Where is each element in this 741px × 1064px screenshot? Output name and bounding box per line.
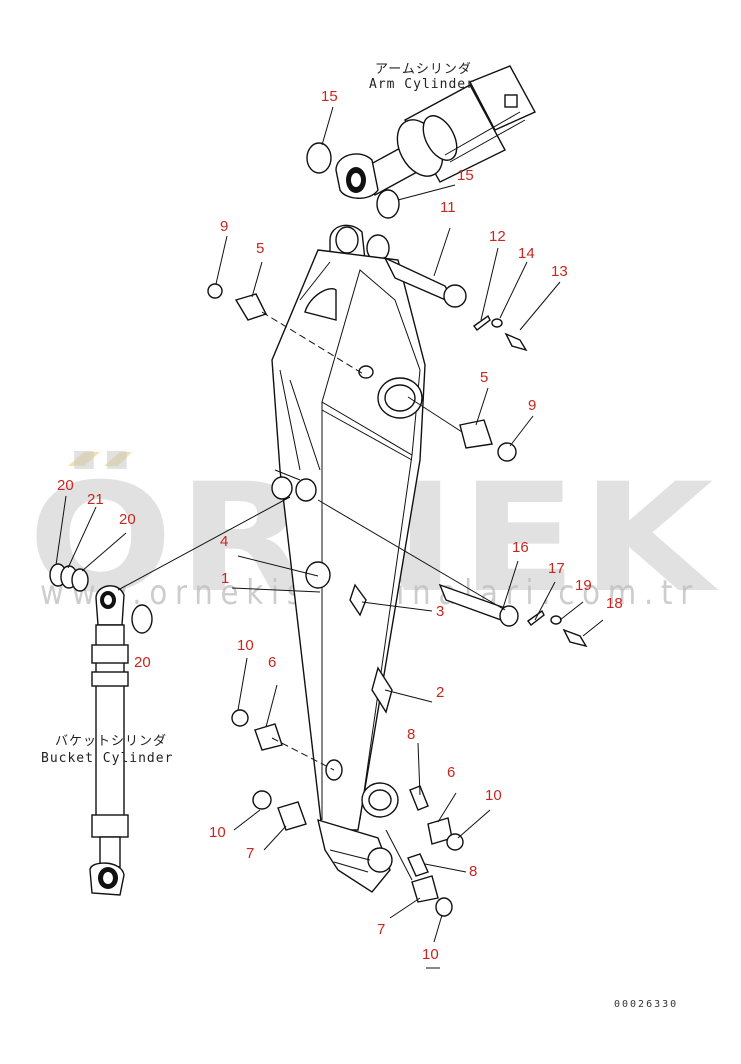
arm-cylinder — [335, 65, 536, 199]
callout-9-upper: 9 — [220, 218, 228, 235]
ring-10-d — [435, 897, 453, 917]
fitting-8-upper — [409, 785, 429, 811]
callouts: 15 15 11 12 14 13 9 5 5 9 20 21 20 20 4 … — [57, 88, 623, 963]
bolt-13 — [504, 332, 528, 352]
washer-20-c — [131, 604, 153, 634]
callout-5-right: 5 — [480, 369, 488, 386]
washer-14 — [491, 318, 503, 328]
callout-10-c: 10 — [209, 824, 226, 841]
ring-10-b — [252, 790, 272, 810]
washer-15-upper — [306, 142, 332, 174]
callout-19: 19 — [575, 577, 592, 594]
callout-3: 3 — [436, 603, 444, 620]
callout-13: 13 — [551, 263, 568, 280]
ring-9-upper — [207, 283, 223, 299]
ring-9-right — [497, 442, 517, 462]
bushing-6-left — [254, 723, 283, 751]
watermark-accent-left — [68, 452, 100, 466]
bushing-7-left — [277, 801, 307, 831]
callout-15-second: 15 — [457, 167, 474, 184]
callout-10-d: 10 — [422, 946, 439, 963]
arm-body — [271, 224, 426, 893]
callout-10-b: 10 — [485, 787, 502, 804]
callout-4: 4 — [220, 533, 228, 550]
watermark-accent-right — [104, 452, 132, 466]
bushing-7-right — [411, 875, 439, 903]
callout-2: 2 — [436, 684, 444, 701]
ring-10-a — [231, 709, 249, 727]
pin-11 — [383, 256, 467, 308]
bolt-18 — [562, 628, 588, 648]
callout-8-upper: 8 — [407, 726, 415, 743]
ring-10-c — [446, 833, 464, 851]
callout-16: 16 — [512, 539, 529, 556]
callout-10-a: 10 — [237, 637, 254, 654]
callout-1: 1 — [221, 570, 229, 587]
fitting-8-lower — [407, 853, 429, 877]
callout-20-c: 20 — [134, 654, 151, 671]
bucket-cylinder-caption-en: Bucket Cylinder — [41, 751, 173, 766]
part-12 — [473, 314, 491, 331]
washer-19 — [550, 615, 562, 625]
callout-20-b: 20 — [119, 511, 136, 528]
callout-14: 14 — [518, 245, 535, 262]
callout-6-left: 6 — [268, 654, 276, 671]
pin-16 — [438, 583, 519, 627]
callout-6-right: 6 — [447, 764, 455, 781]
bushing-5-right — [459, 419, 493, 449]
callout-8-lower: 8 — [469, 863, 477, 880]
callout-7-right: 7 — [377, 921, 385, 938]
callout-15-top: 15 — [321, 88, 338, 105]
callout-17: 17 — [548, 560, 565, 577]
callout-12: 12 — [489, 228, 506, 245]
leader-lines — [55, 106, 604, 969]
callout-9-right: 9 — [528, 397, 536, 414]
washer-15-lower — [376, 189, 400, 219]
bucket-cylinder — [89, 585, 129, 896]
callout-5-upper: 5 — [256, 240, 264, 257]
callout-7-left: 7 — [246, 845, 254, 862]
callout-18: 18 — [606, 595, 623, 612]
arm-cylinder-caption-jp: アームシリンダ — [375, 62, 472, 77]
bucket-cylinder-caption-jp: バケットシリンダ — [55, 734, 167, 749]
drawing-code: 00026330 — [614, 999, 678, 1010]
bushing-5-upper — [234, 293, 267, 321]
callout-21: 21 — [87, 491, 104, 508]
washer-20-b — [71, 568, 89, 592]
callout-11: 11 — [440, 199, 456, 216]
arm-cylinder-caption-en: Arm Cylinder — [369, 77, 475, 92]
callout-20-a: 20 — [57, 477, 74, 494]
